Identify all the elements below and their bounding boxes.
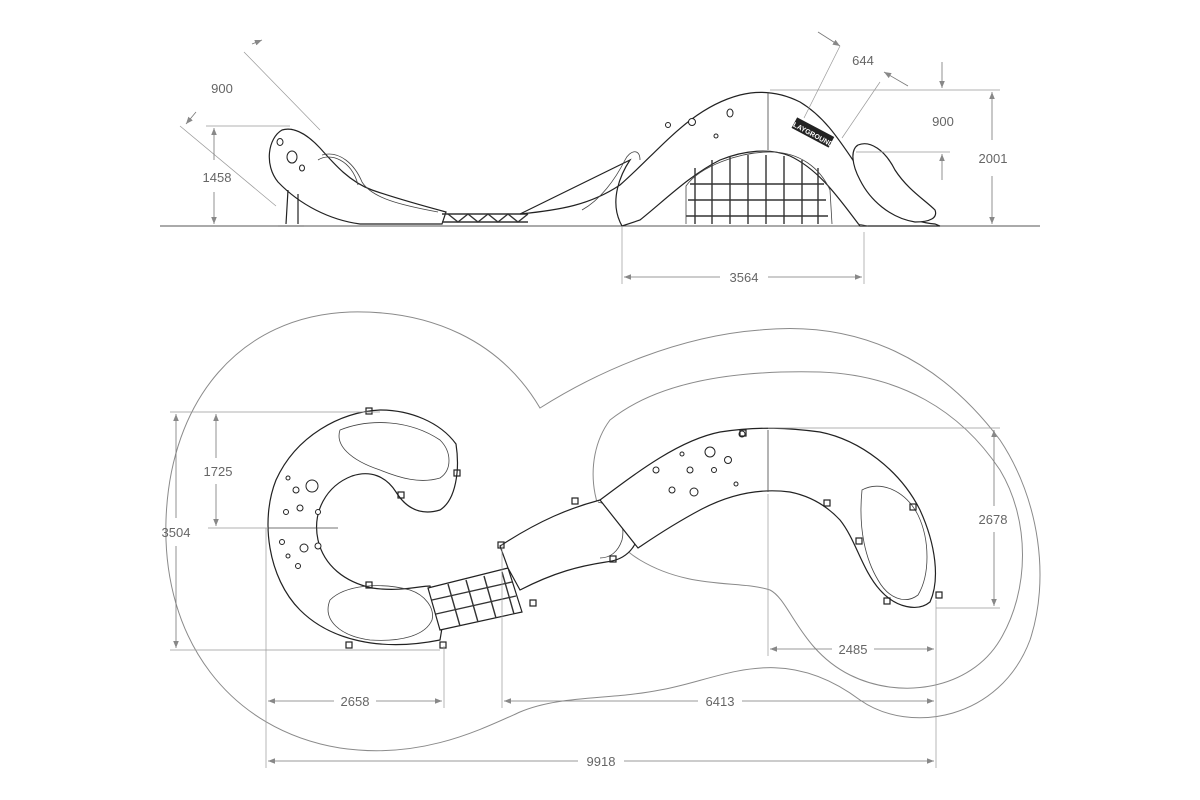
plan-net-bridge <box>427 567 523 631</box>
footings <box>345 407 943 649</box>
plan-view: 1725 3504 2678 2485 2658 6413 99 <box>162 311 1041 769</box>
plan-dimensions: 1725 3504 2678 2485 2658 6413 99 <box>162 411 1008 769</box>
dim-total-height: 2001 <box>979 151 1008 166</box>
right-s-slide <box>599 427 937 608</box>
dim-right-depth: 2678 <box>979 512 1008 527</box>
dim-tower-offset: 644 <box>852 53 874 68</box>
right-climbing-holes <box>652 430 746 497</box>
right-slide-exit <box>852 143 937 223</box>
left-climbing-holes <box>279 475 322 569</box>
dim-arch-span: 3564 <box>730 270 759 285</box>
left-c-slide <box>267 409 459 646</box>
dim-left-loop-radius: 1725 <box>204 464 233 479</box>
dim-left-width: 2658 <box>341 694 370 709</box>
elevation-dimensions: 900 1458 644 900 2001 <box>179 31 1008 285</box>
dim-total-length: 9918 <box>587 754 616 769</box>
dim-entry-height: 1458 <box>203 170 232 185</box>
safety-zone-inner <box>592 371 1023 689</box>
dim-right-span: 6413 <box>706 694 735 709</box>
dim-slide-width: 900 <box>211 81 233 96</box>
dim-total-depth: 3504 <box>162 525 191 540</box>
dim-slide-top-height: 900 <box>932 114 954 129</box>
climbing-net <box>685 151 833 225</box>
elevation-view: PLAYGROUND 900 1458 644 <box>160 31 1040 285</box>
bridge-net <box>442 213 529 223</box>
left-tube-slide <box>268 128 447 225</box>
safety-zone-outer <box>165 311 1041 752</box>
dim-right-slide-width: 2485 <box>839 642 868 657</box>
